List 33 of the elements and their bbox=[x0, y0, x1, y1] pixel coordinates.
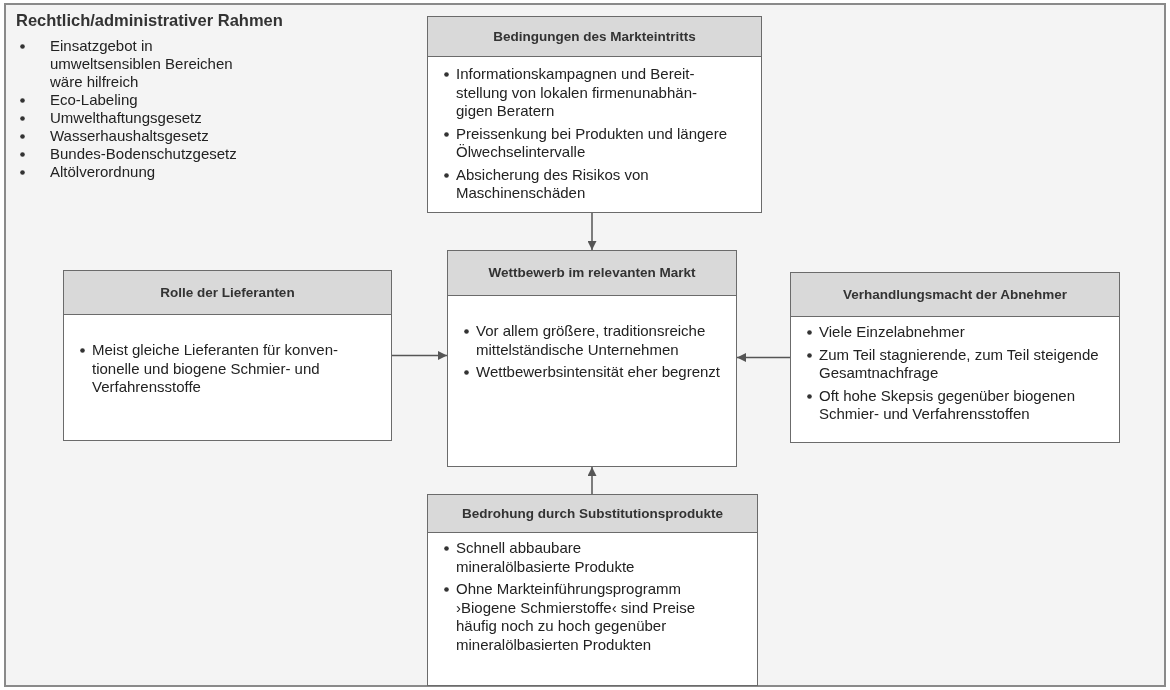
bullet-item: Meist gleiche Lieferanten für konven- tionelle und biogene Schmier- und Verfahrensstoffe bbox=[92, 341, 338, 395]
box-heading: Rolle der Lieferanten bbox=[64, 271, 391, 315]
arrow bbox=[736, 353, 791, 362]
force-box bbox=[63, 270, 392, 441]
bullet-item: Absicherung des Risikos von Maschinenschäden bbox=[456, 165, 649, 201]
bullet-item: Viele Einzelabnehmer bbox=[819, 323, 965, 340]
bullet-item: Vor allem größere, traditionsreiche mittelständische Unternehmen bbox=[476, 322, 706, 358]
bullet-item: Altölverordnung bbox=[50, 163, 156, 180]
force-box bbox=[447, 250, 737, 467]
box-heading: Verhandlungsmacht der Abnehmer bbox=[791, 273, 1119, 317]
bullet-item: Preissenkung bei Produkten und längere Ölwechselintervalle bbox=[456, 124, 728, 160]
frame-panel bbox=[4, 3, 1166, 687]
force-box bbox=[790, 272, 1120, 443]
bullet-item: Ohne Markteinführungsprogramm ›Biogene Schmierstoffe‹ sind Preise häufig noch zu hoch gegenüber mineralölbasierten Produkten bbox=[456, 580, 695, 653]
bullet-item: Informationskampagnen und Bereit- stellung von lokalen firmenunabhän- gigen Beratern bbox=[456, 65, 697, 119]
bullet-item: Umwelthaftungsgesetz bbox=[50, 109, 202, 126]
bullet-item: Zum Teil stagnierende, zum Teil steigende Gesamtnachfrage bbox=[819, 345, 1099, 381]
bullet-item: Bundes-Bodenschutzgesetz bbox=[50, 145, 237, 162]
arrow bbox=[391, 351, 448, 360]
bullet-item: Schnell abbaubare mineralölbasierte Produkte bbox=[456, 539, 635, 575]
bullet-item: Wettbewerbsintensität eher begrenzt bbox=[476, 363, 721, 380]
force-box bbox=[427, 494, 758, 686]
frame-heading: Rechtlich/administrativer Rahmen bbox=[16, 11, 283, 30]
arrow bbox=[587, 212, 597, 251]
arrow bbox=[587, 466, 597, 495]
box-heading: Bedrohung durch Substitutionsprodukte bbox=[428, 495, 757, 533]
force-box bbox=[427, 16, 762, 213]
bullet-item: Eco-Labeling bbox=[50, 91, 138, 108]
box-heading: Bedingungen des Markteintritts bbox=[428, 17, 761, 57]
bullet-item: Einsatzgebot in umweltsensiblen Bereichen wäre hilfreich bbox=[50, 37, 233, 90]
bullet-item: Wasserhaushaltsgesetz bbox=[50, 127, 209, 144]
box-heading: Wettbewerb im relevanten Markt bbox=[448, 251, 736, 296]
bullet-item: Oft hohe Skepsis gegenüber biogenen Schmier- und Verfahrensstoffen bbox=[819, 386, 1076, 422]
